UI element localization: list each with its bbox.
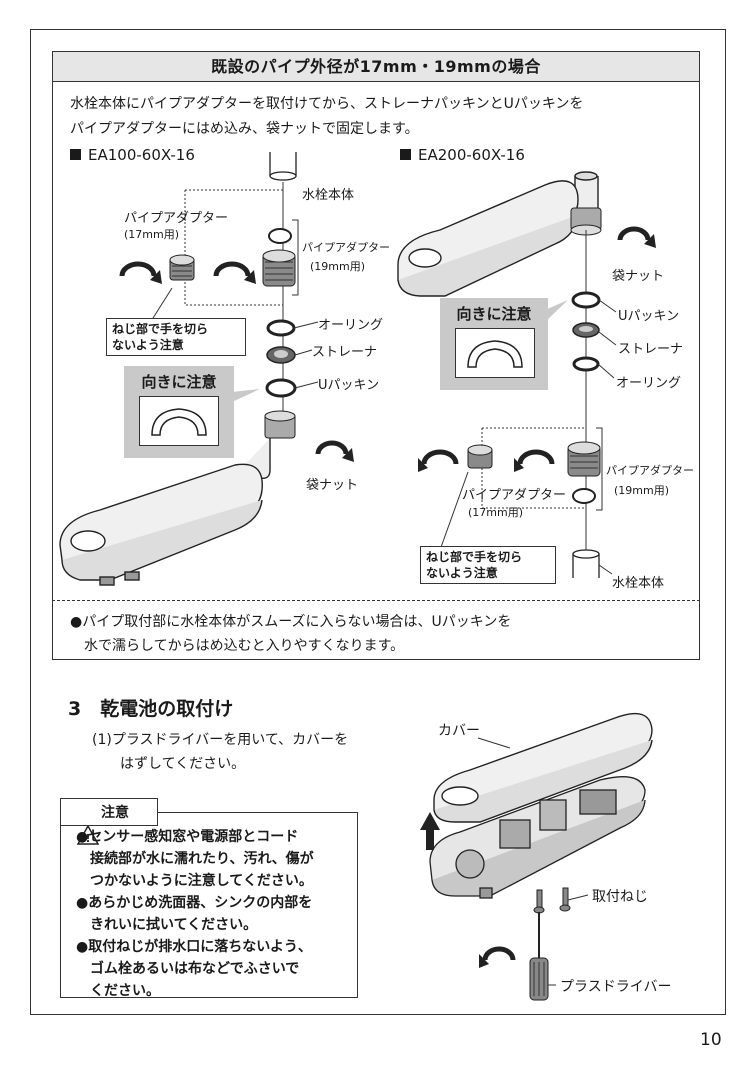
bag-nut-right bbox=[570, 207, 602, 236]
warning-icon bbox=[76, 824, 100, 845]
pipe-section: 既設のパイプ外径が17mm・19mmの場合 bbox=[52, 51, 700, 660]
label-o-ring-right: オーリング bbox=[616, 376, 682, 391]
model-right: EA200-60X-16 bbox=[400, 146, 525, 164]
label-driver: プラスドライバー bbox=[560, 979, 672, 995]
label-o-ring-left: オーリング bbox=[318, 318, 384, 333]
direction-note-left: 向きに注意 bbox=[124, 366, 234, 458]
svg-text:!: ! bbox=[86, 832, 91, 845]
label-bag-nut-left: 袋ナット bbox=[306, 478, 359, 493]
label-u-packing-right: Uパッキン bbox=[618, 309, 680, 324]
model-left: EA100-60X-16 bbox=[70, 146, 195, 164]
up-arrow-icon bbox=[420, 812, 440, 850]
o-ring-left bbox=[266, 319, 296, 337]
divider bbox=[52, 600, 700, 601]
direction-note-right: 向きに注意 bbox=[440, 298, 548, 390]
u-packing-left bbox=[265, 378, 297, 398]
label-screw: 取付ねじ bbox=[592, 889, 648, 905]
adapter-17-left bbox=[169, 254, 195, 281]
caution-tab: 注意 bbox=[60, 798, 158, 826]
label-adapter-19-right: パイプアダプター bbox=[606, 464, 694, 477]
step-text: (1)プラスドライバーを用いて、カバーを はずしてください。 bbox=[92, 732, 349, 772]
label-u-packing-left: Uパッキン bbox=[318, 378, 380, 393]
page-number: 10 bbox=[700, 1030, 722, 1050]
section-title: 既設のパイプ外径が17mm・19mmの場合 bbox=[53, 52, 699, 82]
faucet-spout-right bbox=[397, 171, 599, 297]
screwdriver-icon bbox=[529, 912, 549, 1001]
label-adapter-19-left: パイプアダプター bbox=[302, 241, 390, 254]
label-adapter-17-size-left: (17mm用) bbox=[124, 228, 180, 241]
section3-title: 3 乾電池の取付け bbox=[68, 698, 234, 720]
bag-nut-left bbox=[264, 410, 296, 439]
label-strainer-right: ストレーナ bbox=[618, 342, 684, 357]
rotate-arrow-icon bbox=[119, 261, 251, 277]
cover-illustration bbox=[433, 712, 653, 823]
label-strainer-left: ストレーナ bbox=[312, 345, 378, 360]
faucet-body-open bbox=[429, 776, 646, 899]
intro-text: 水栓本体にパイプアダプターを取付けてから、ストレーナパッキンとUパッキンを パイ… bbox=[70, 92, 583, 142]
note-text: ●パイプ取付部に水栓本体がスムーズに入らない場合は、Uパッキンを 水で濡らしてか… bbox=[70, 614, 512, 654]
intro-line-2: パイプアダプターにはめ込み、袋ナットで固定します。 bbox=[70, 121, 419, 137]
label-bag-nut-right: 袋ナット bbox=[612, 269, 665, 284]
label-adapter-17-left: パイプアダプター bbox=[124, 211, 229, 226]
label-adapter-19-size-right: (19mm用) bbox=[614, 484, 670, 497]
label-faucet-body-right: 水栓本体 bbox=[612, 576, 665, 591]
caution-thread-left: ねじ部で手を切ら ないよう注意 bbox=[106, 318, 246, 356]
label-adapter-19-size-left: (19mm用) bbox=[310, 260, 366, 273]
label-adapter-17-right: パイプアダプター bbox=[462, 488, 567, 503]
caution-thread-right: ねじ部で手を切ら ないよう注意 bbox=[420, 546, 556, 584]
faucet-pipe-left bbox=[269, 152, 297, 181]
intro-line-1: 水栓本体にパイプアダプターを取付けてから、ストレーナパッキンとUパッキンを bbox=[70, 96, 584, 112]
label-adapter-17-size-right: (17mm用) bbox=[468, 506, 524, 519]
caution-list: ●センサー感知窓や電源部とコード 接続部が水に濡れたり、汚れ、傷が つかないよう… bbox=[76, 829, 314, 999]
caution-box bbox=[60, 812, 358, 998]
faucet-spout-left bbox=[59, 438, 271, 586]
page-frame bbox=[30, 29, 726, 1015]
adapter-19-left bbox=[262, 249, 296, 287]
label-cover: カバー bbox=[438, 723, 480, 739]
label-faucet-body-left: 水栓本体 bbox=[302, 188, 355, 203]
screw-icon bbox=[533, 887, 571, 914]
